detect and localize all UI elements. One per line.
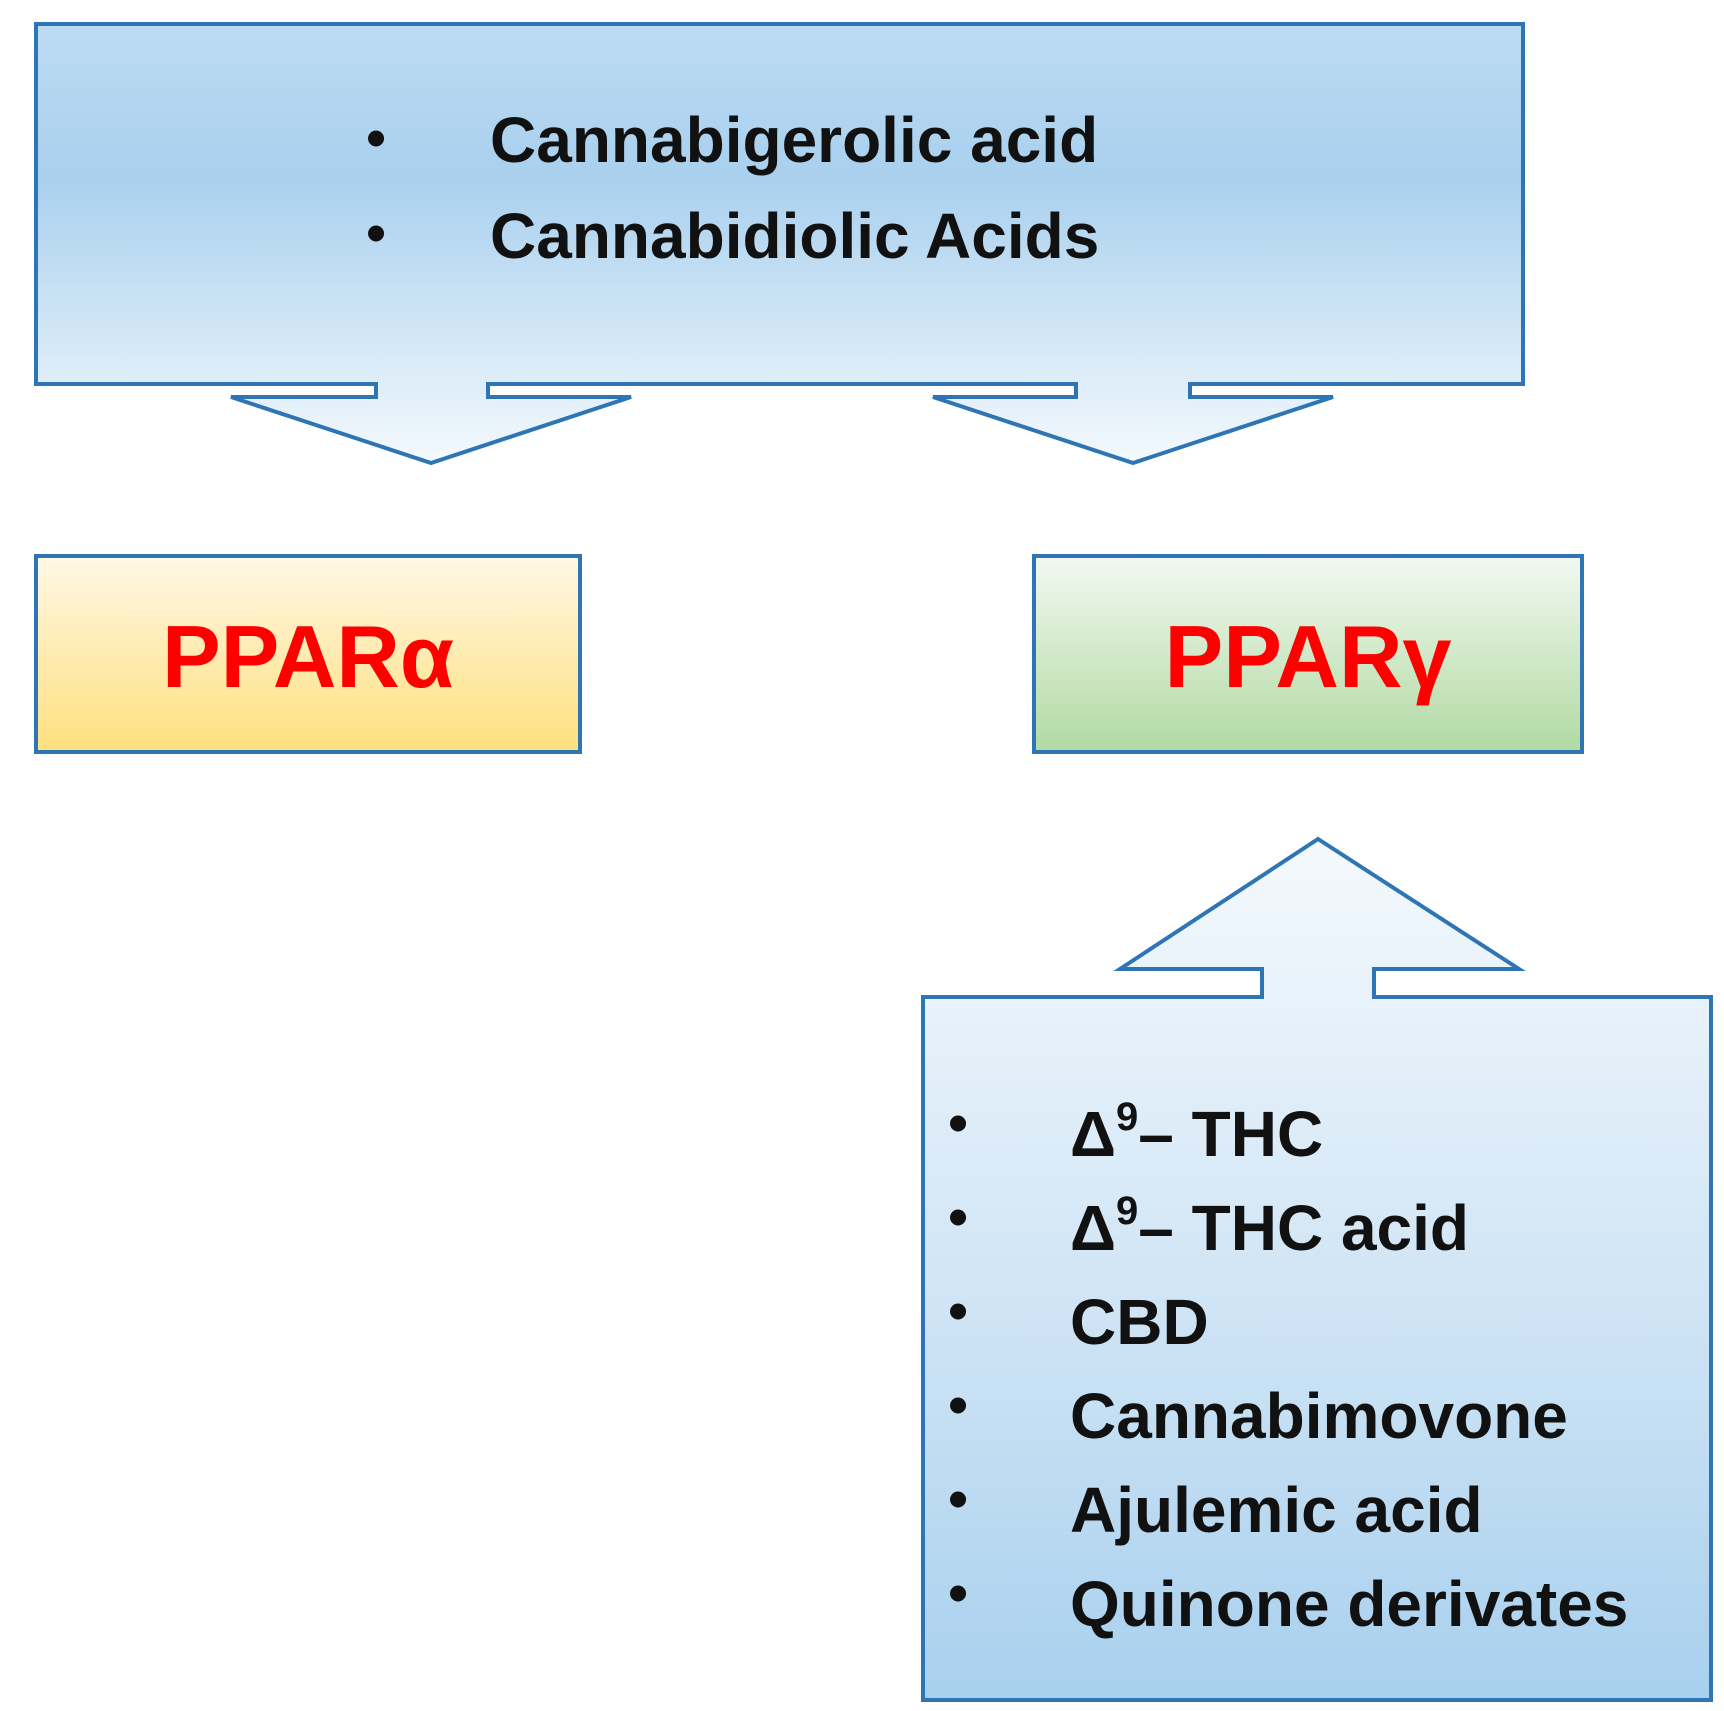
list-bullet: • <box>948 1091 968 1154</box>
delta-symbol: Δ <box>1070 1192 1116 1264</box>
ppar-gamma-label: PPARγ <box>1165 607 1452 706</box>
top-list: • Cannabigerolic acid • Cannabidiolic Ac… <box>366 104 1099 272</box>
list-item-delta9-thc: Δ9– THC <box>1070 1095 1323 1170</box>
list-item-ajulemic-acid: Ajulemic acid <box>1070 1474 1483 1546</box>
bottom-source-box <box>921 836 1713 1702</box>
list-bullet: • <box>948 1279 968 1342</box>
list-bullet: • <box>948 1467 968 1530</box>
ppar-gamma-box <box>1032 554 1584 754</box>
delta-symbol: Δ <box>1070 1098 1116 1170</box>
ppar-alpha-label: PPARα <box>162 607 454 706</box>
list-item-cannabimovone: Cannabimovone <box>1070 1380 1568 1452</box>
list-bullet: • <box>366 106 386 169</box>
list-bullet: • <box>948 1185 968 1248</box>
list-item-quinone-derivates: Quinone derivates <box>1070 1568 1628 1640</box>
list-item: Cannabidiolic Acids <box>490 200 1099 272</box>
list-bullet: • <box>366 201 386 264</box>
superscript: 9 <box>1116 1095 1138 1139</box>
ppar-alpha-box <box>34 554 582 754</box>
superscript: 9 <box>1116 1189 1138 1233</box>
bottom-list: • Δ9– THC • Δ9– THC acid • CBD • Cannabi… <box>948 1091 1628 1640</box>
list-bullet: • <box>948 1561 968 1624</box>
top-source-box <box>34 22 1525 466</box>
list-item-cbd: CBD <box>1070 1286 1209 1358</box>
list-item-delta9-thc-acid: Δ9– THC acid <box>1070 1189 1469 1264</box>
list-bullet: • <box>948 1373 968 1436</box>
list-item: Cannabigerolic acid <box>490 104 1098 176</box>
